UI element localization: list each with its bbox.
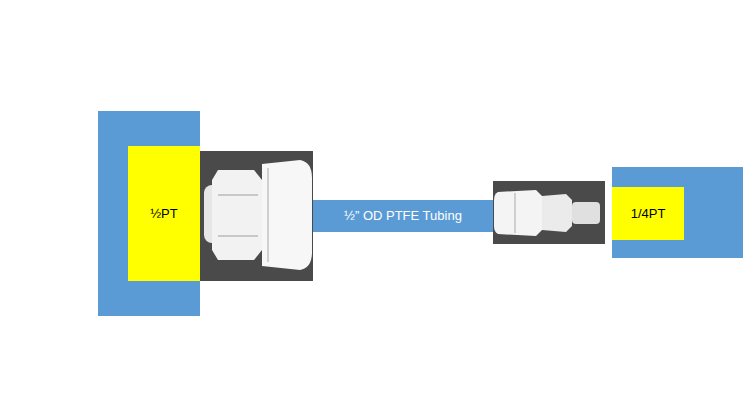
nut-edge xyxy=(267,168,269,262)
hex-edge xyxy=(218,194,258,196)
node-label: ½” OD PTFE Tubing xyxy=(344,208,462,224)
photo-ground xyxy=(493,181,605,244)
fitting-hex xyxy=(212,170,262,260)
tubing-band: ½” OD PTFE Tubing xyxy=(313,200,493,232)
fitting-nut xyxy=(262,160,312,270)
fitting-nut xyxy=(494,190,542,236)
port-housing xyxy=(612,167,743,258)
node-label: 1/4PT xyxy=(631,206,666,222)
hex-edge xyxy=(218,235,258,237)
node-label: ½PT xyxy=(150,206,177,222)
small-fitting xyxy=(493,181,605,244)
fitting-thread xyxy=(572,202,600,224)
port-label-box: ½PT xyxy=(128,146,200,281)
fitting-hex xyxy=(542,194,572,232)
port-housing xyxy=(98,111,200,316)
port-label-box: 1/4PT xyxy=(612,187,684,240)
photo-ground xyxy=(200,151,313,281)
nut-edge xyxy=(514,193,516,233)
large-fitting xyxy=(200,151,313,281)
